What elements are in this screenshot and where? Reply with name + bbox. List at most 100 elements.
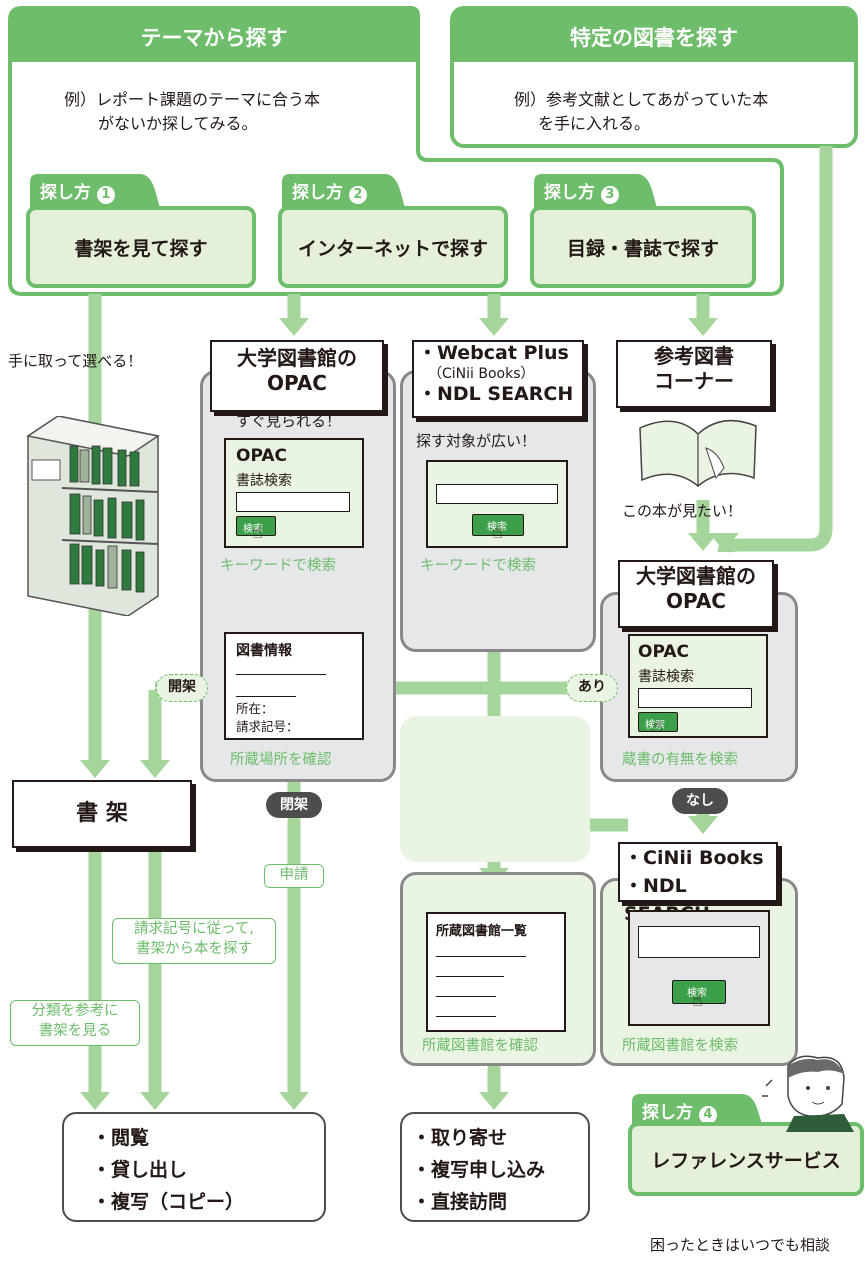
opac2-search-button-label: 検索 xyxy=(645,720,665,731)
call-number-search-line1: 請求記号に従って, xyxy=(134,921,254,937)
holding-list-line xyxy=(436,976,504,977)
method-2-tab: 探し方 2 xyxy=(292,178,367,204)
opac-search-button-label: 検索 xyxy=(243,524,263,535)
theme-desc-line1: 例）レポート課題のテーマに合う本 xyxy=(64,90,321,109)
holding-libraries-panel xyxy=(400,716,590,862)
holding-list-card: 所蔵図書館一覧 xyxy=(426,912,566,1032)
reference-title-line1: 参考図書 xyxy=(654,344,734,368)
book-info-call-number: 請求記号： xyxy=(236,719,299,734)
opac-title-line1: 大学図書館の xyxy=(237,346,357,370)
method-2-box[interactable]: インターネットで探す xyxy=(278,206,508,288)
method-3-label: 目録・書誌で探す xyxy=(566,237,719,260)
result-copy-request: ・複写申し込み xyxy=(412,1159,546,1181)
specific-search-title: 特定の図書を探す xyxy=(570,26,738,50)
result-order: ・取り寄せ xyxy=(412,1127,508,1149)
pointer-hand-icon: ☝ xyxy=(492,522,503,543)
pick-by-hand-label: 手に取って選べる！ xyxy=(8,352,143,370)
specific-desc-line1: 例）参考文献としてあがっていた本 xyxy=(514,90,769,109)
method-2-number: 2 xyxy=(348,186,367,204)
pointer-hand-icon: ☝ xyxy=(652,716,663,737)
result-lend: ・貸し出し xyxy=(92,1159,188,1181)
classification-line1: 分類を参考に xyxy=(31,1003,119,1019)
method-2-label: インターネットで探す xyxy=(297,237,488,260)
webcat-title-box: ・Webcat Plus （CiNii Books） ・NDL SEARCH xyxy=(412,340,584,418)
reference-corner-box: 参考図書 コーナー xyxy=(616,340,772,408)
results-mid-box: ・取り寄せ ・複写申し込み ・直接訪問 xyxy=(400,1112,590,1222)
method-4-box[interactable]: レファレンスサービス xyxy=(628,1122,864,1196)
classification-line2: 書架を見る xyxy=(38,1023,112,1039)
holding-list-title: 所蔵図書館一覧 xyxy=(436,924,528,939)
specific-desc-line2: を手に入れる。 xyxy=(538,114,651,133)
pointer-hand-icon: ☝ xyxy=(252,522,263,543)
opac2-caption: 蔵書の有無を検索 xyxy=(622,752,738,768)
method-4-tab: 探し方 4 xyxy=(642,1098,717,1124)
holding-list-line xyxy=(436,996,496,997)
method-1-number: 1 xyxy=(96,186,115,204)
open-book-illustration xyxy=(639,419,757,487)
method-2-tab-label: 探し方 xyxy=(292,183,343,203)
bookshelf-label: 書 架 xyxy=(76,801,128,826)
method-1-box[interactable]: 書架を見て探す xyxy=(26,206,256,288)
opac-keyword-input[interactable] xyxy=(236,492,350,512)
method-3-tab: 探し方 3 xyxy=(544,178,619,204)
reference-caption: この本が見たい！ xyxy=(622,502,743,520)
open-stack-badge: 開架 xyxy=(156,674,208,702)
opac-card-subtitle: 書誌検索 xyxy=(236,473,292,489)
method-1-tab: 探し方 1 xyxy=(40,178,115,204)
book-info-line xyxy=(236,674,326,675)
cinii-keyword-input[interactable] xyxy=(638,926,760,958)
opac2-title-box: 大学図書館の OPAC xyxy=(618,560,774,628)
opac-title-box: 大学図書館の OPAC xyxy=(210,340,384,412)
book-info-line xyxy=(236,696,296,697)
opac2-title-line1: 大学図書館の xyxy=(636,564,756,588)
webcat-search-button-label: 検索 xyxy=(487,522,507,533)
book-info-location: 所在： xyxy=(236,701,274,716)
webcat-search-card: 検索 ☝ xyxy=(426,460,568,548)
book-info-card: 図書情報 所在： 請求記号： xyxy=(224,632,364,740)
opac2-card-title: OPAC xyxy=(638,642,689,662)
opac-title-line2: OPAC xyxy=(267,371,327,395)
result-browse: ・閲覧 xyxy=(92,1127,150,1149)
apply-label: 申請 xyxy=(264,864,324,888)
opac2-search-card: OPAC 書誌検索 検索 ☝ xyxy=(628,634,768,738)
opac-search-card: OPAC 書誌検索 検索 ☝ xyxy=(224,438,364,548)
results-left-box: ・閲覧 ・貸し出し ・複写（コピー） xyxy=(62,1112,326,1222)
bookshelf-illustration xyxy=(26,416,160,616)
call-number-search-label: 請求記号に従って, 書架から本を探す xyxy=(112,918,276,964)
method-1-label: 書架を見て探す xyxy=(74,237,208,260)
opac-card-title: OPAC xyxy=(236,446,287,466)
unavailable-badge: なし xyxy=(672,788,728,814)
book-info-title: 図書情報 xyxy=(236,643,292,659)
cinii-search-button-label: 検索 xyxy=(687,988,707,999)
method-1-tab-label: 探し方 xyxy=(40,183,91,203)
opac-keyword-caption: キーワードで検索 xyxy=(220,558,336,574)
book-info-caption: 所蔵場所を確認 xyxy=(230,752,332,768)
result-visit: ・直接訪問 xyxy=(412,1191,508,1213)
webcat-line2: （CiNii Books） xyxy=(428,365,535,382)
opac-subtitle: すぐ見られる！ xyxy=(236,412,342,430)
webcat-subtitle: 探す対象が広い！ xyxy=(416,432,537,450)
librarian-illustration xyxy=(762,1055,854,1132)
method-4-tab-label: 探し方 xyxy=(642,1103,693,1123)
opac2-card-subtitle: 書誌検索 xyxy=(638,669,694,685)
opac2-keyword-input[interactable] xyxy=(638,688,752,708)
webcat-search-button[interactable]: 検索 xyxy=(472,514,524,536)
webcat-keyword-caption: キーワードで検索 xyxy=(420,558,536,574)
opac2-search-button[interactable]: 検索 xyxy=(638,712,678,732)
webcat-keyword-input[interactable] xyxy=(436,484,558,504)
closed-stack-badge: 閉架 xyxy=(266,792,322,818)
cinii-search-button[interactable]: 検索 xyxy=(672,980,726,1004)
pointer-hand-icon: ☝ xyxy=(692,990,703,1011)
call-number-search-line2: 書架から本を探す xyxy=(136,941,252,957)
method-3-tab-label: 探し方 xyxy=(544,183,595,203)
available-badge: あり xyxy=(566,674,618,702)
holding-list-line xyxy=(436,956,526,957)
opac2-title-line2: OPAC xyxy=(666,589,726,613)
method-3-box[interactable]: 目録・書誌で探す xyxy=(530,206,756,288)
opac-search-button[interactable]: 検索 xyxy=(236,516,276,536)
result-copy: ・複写（コピー） xyxy=(92,1191,245,1213)
bookshelf-box: 書 架 xyxy=(12,780,192,848)
holding-caption: 所蔵図書館を確認 xyxy=(422,1038,538,1054)
cinii-title-box: ・CiNii Books ・NDL SEARCH xyxy=(618,842,778,925)
